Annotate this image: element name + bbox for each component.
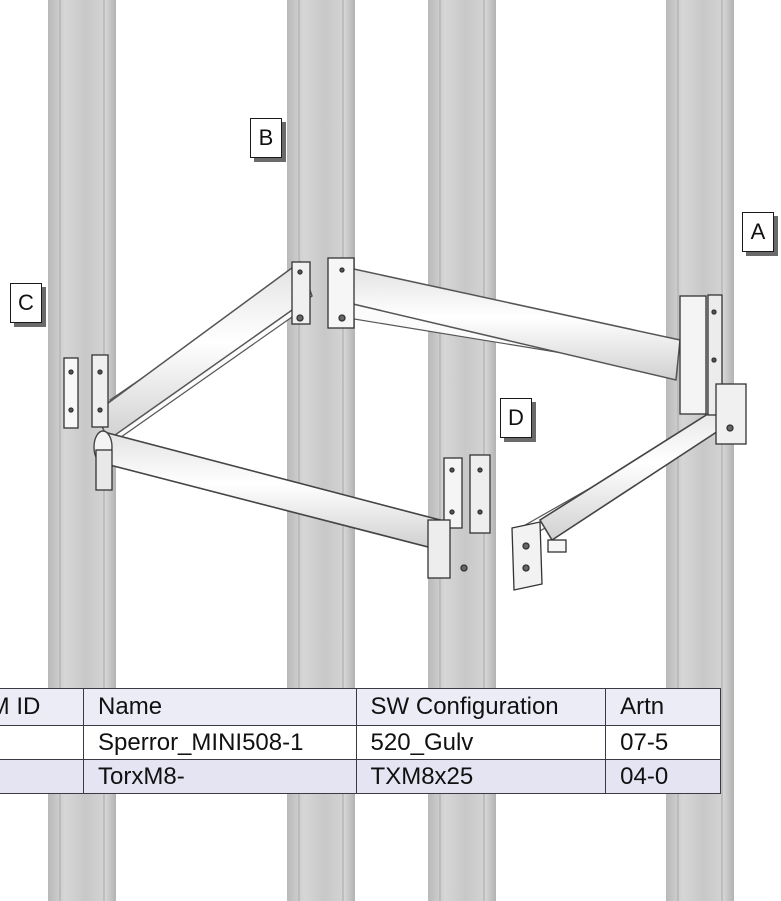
cell-bom-id: 2 <box>0 725 85 760</box>
header-artn: Artn <box>605 688 721 726</box>
bracket-b <box>291 257 355 329</box>
cell-name: TorxM8- <box>83 759 357 794</box>
callout-c: C <box>10 283 42 323</box>
cell-sw-configuration: TXM8x25 <box>355 759 607 794</box>
cell-artn: 07-5 <box>605 725 721 760</box>
callout-a: A <box>742 212 774 252</box>
bracket-d <box>427 454 491 579</box>
table-row: TorxM8- TXM8x25 04-0 <box>0 759 721 794</box>
cell-sw-configuration: 520_Gulv <box>355 725 607 760</box>
cell-bom-id <box>0 759 85 794</box>
cell-artn: 04-0 <box>605 759 721 794</box>
header-bom-id: BOM ID <box>0 688 85 726</box>
header-name: Name <box>83 688 357 726</box>
front-tube <box>93 430 441 549</box>
table-row: 2 Sperror_MINI508-1 520_Gulv 07-5 <box>0 725 721 760</box>
header-sw-configuration: SW Configuration <box>355 688 607 726</box>
bom-table: BOM ID Name SW Configuration Artn 2 Sper… <box>0 688 721 794</box>
bom-header-row: BOM ID Name SW Configuration Artn <box>0 688 721 726</box>
callout-d: D <box>500 398 532 438</box>
bracket-a <box>679 294 747 445</box>
cell-name: Sperror_MINI508-1 <box>83 725 357 760</box>
left-tube <box>95 260 313 442</box>
callout-b: B <box>250 118 282 158</box>
bracket-c <box>63 354 113 491</box>
loose-bracket-plate <box>511 521 567 591</box>
